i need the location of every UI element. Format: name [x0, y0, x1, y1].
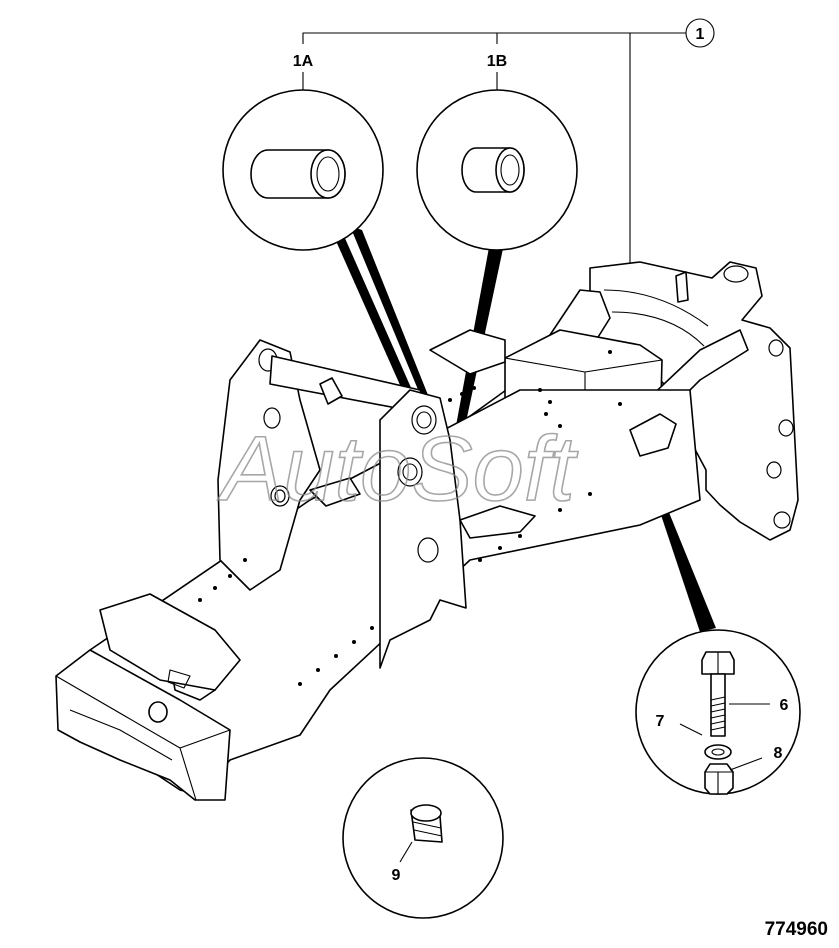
- left-tower: [217, 339, 321, 591]
- callout-label-1b: 1B: [487, 53, 507, 70]
- callout-label-8: 8: [774, 745, 783, 762]
- leader-1a-outer: [332, 232, 420, 412]
- watermark-text: AutoSoft: [217, 418, 578, 520]
- frame-rivets: [198, 350, 622, 686]
- callout-label-9: 9: [392, 867, 401, 884]
- leader-1a-inner: [350, 226, 430, 404]
- callout-label-7: 7: [656, 713, 665, 730]
- callout-label-1a: 1A: [293, 53, 314, 70]
- front-bumper: [55, 649, 231, 801]
- callout-label-6: 6: [780, 697, 789, 714]
- front-plate: [99, 593, 241, 691]
- spring-washer-icon: [704, 744, 732, 760]
- figure-id: 774960: [765, 919, 828, 940]
- chassis-frame: [55, 261, 799, 801]
- detail-circle-fasteners: [635, 629, 801, 795]
- callout-bracket-1: [302, 18, 715, 268]
- callout-bracket-lines: [302, 32, 686, 268]
- leader-bolt-assembly: [660, 510, 716, 632]
- callout-label-1: 1: [696, 26, 705, 43]
- detail-circle-1b: [416, 89, 578, 251]
- detail-circle-1a: [222, 89, 384, 251]
- callout-stems: [302, 72, 498, 92]
- centre-tower: [379, 389, 467, 669]
- nut-icon: [704, 763, 734, 795]
- detail-circle-plug: [342, 757, 504, 919]
